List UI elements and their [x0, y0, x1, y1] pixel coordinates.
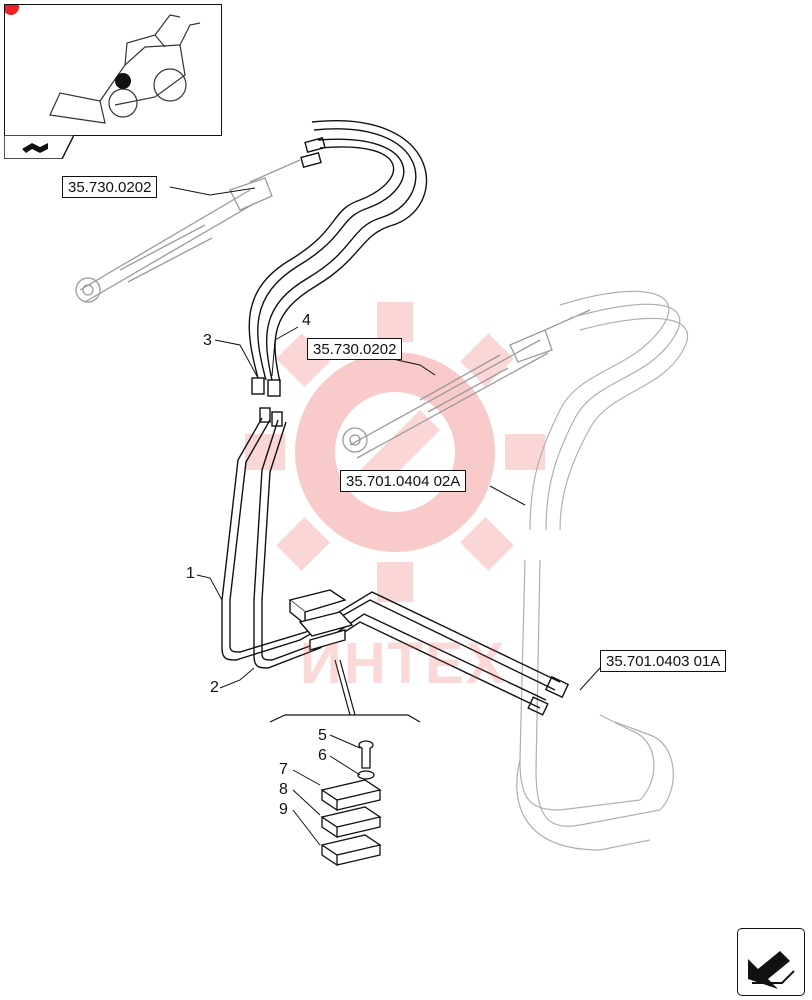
callout-2: 2 [210, 679, 219, 696]
callout-3: 3 [203, 332, 212, 349]
next-page-arrow-icon [748, 951, 795, 989]
ref-label-cylinder-center[interactable]: 35.730.0202 [307, 338, 403, 360]
callout-1: 1 [186, 565, 195, 582]
view-tab[interactable] [3, 134, 76, 160]
pipe-clamp [288, 589, 354, 651]
callout-5: 5 [318, 727, 327, 744]
ref-cylinder-left [75, 159, 301, 303]
watermark-text: ИНТЕХ [300, 631, 507, 696]
ref-label-fitting[interactable]: 35.701.0403 01A [600, 650, 727, 672]
ref-label-hose-upper[interactable]: 35.701.0404 02A [340, 470, 467, 492]
callout-8: 8 [279, 781, 288, 798]
callout-7: 7 [279, 761, 288, 778]
leader-lines [169, 186, 601, 846]
pipes-1-2 [221, 407, 570, 716]
ref-hoses-right [516, 290, 689, 851]
next-page-button[interactable] [737, 928, 805, 996]
ref-cylinder-center [342, 309, 591, 459]
hoses-3-4 [248, 120, 428, 397]
callout-9: 9 [279, 801, 288, 818]
exploded-view-bracket [269, 659, 421, 723]
view-direction-icon [3, 134, 76, 160]
ref-label-cylinder-upper[interactable]: 35.730.0202 [62, 176, 158, 198]
machine-thumbnail [3, 0, 222, 136]
location-marker [115, 73, 131, 89]
backhoe-loader-icon [3, 0, 201, 124]
callout-6: 6 [318, 747, 327, 764]
clamp-parts [320, 740, 382, 867]
callout-4: 4 [302, 312, 311, 329]
